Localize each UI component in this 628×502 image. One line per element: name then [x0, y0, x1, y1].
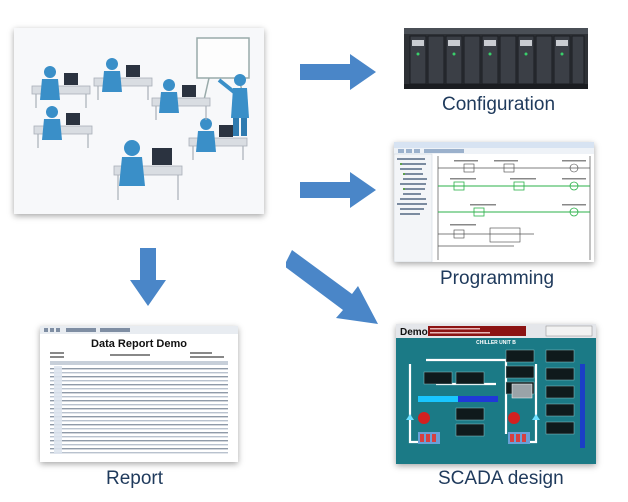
- report-title: Data Report Demo: [91, 338, 187, 350]
- scada-panel: Demo CHILLER UNIT B: [396, 324, 596, 464]
- report-row-line: [50, 448, 228, 450]
- report-row-line: [50, 388, 228, 390]
- classroom-graphic: [14, 28, 264, 214]
- training-illustration: [14, 28, 264, 214]
- report-row-line: [50, 428, 228, 430]
- report-panel: Data Report Demo: [40, 326, 238, 462]
- arrow-to-configuration: [300, 54, 376, 90]
- caption-scada: SCADA design: [438, 468, 564, 489]
- ladder-logic-screenshot: [394, 142, 594, 262]
- report-row-line: [50, 416, 228, 418]
- programming-panel: [394, 142, 594, 262]
- report-row-line: [50, 368, 228, 370]
- report-row-line: [50, 392, 228, 394]
- scada-screenshot: Demo CHILLER UNIT B: [396, 324, 596, 464]
- report-row-line: [50, 404, 228, 406]
- report-row-line: [50, 400, 228, 402]
- caption-programming: Programming: [440, 268, 555, 289]
- report-row-line: [50, 408, 228, 410]
- report-row-line: [50, 420, 228, 422]
- report-screenshot: Data Report Demo: [40, 326, 238, 462]
- report-row-line: [50, 436, 228, 438]
- report-row-line: [50, 372, 228, 374]
- report-row-line: [50, 376, 228, 378]
- arrow-to-scada: [286, 250, 378, 324]
- plc-rack-graphic: [404, 28, 588, 89]
- report-row-line: [50, 396, 228, 398]
- scada-header: CHILLER UNIT B: [476, 340, 516, 346]
- report-row-line: [50, 424, 228, 426]
- arrow-to-report: [130, 248, 166, 306]
- caption-configuration: Configuration: [442, 94, 556, 115]
- report-table: [50, 368, 228, 454]
- report-row-line: [50, 440, 228, 442]
- report-row-line: [50, 452, 228, 454]
- report-row-line: [50, 432, 228, 434]
- scada-title: Demo: [400, 327, 428, 338]
- report-row-line: [50, 380, 228, 382]
- report-row-line: [50, 444, 228, 446]
- caption-report: Report: [106, 468, 164, 489]
- report-row-line: [50, 412, 228, 414]
- configuration-panel: [398, 14, 594, 94]
- arrow-to-programming: [300, 172, 376, 208]
- report-row-line: [50, 384, 228, 386]
